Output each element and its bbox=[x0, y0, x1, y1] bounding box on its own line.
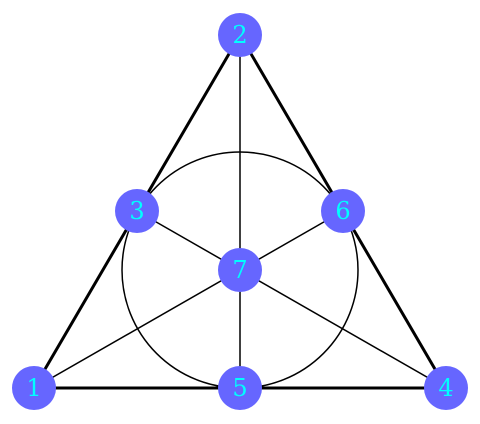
node-3-label: 3 bbox=[129, 197, 144, 225]
nodes-layer: 1 2 3 4 5 6 7 bbox=[12, 13, 468, 410]
line-3-7-4 bbox=[136, 210, 447, 389]
node-6: 6 bbox=[321, 189, 365, 233]
node-2-label: 2 bbox=[232, 21, 247, 49]
node-1-label: 1 bbox=[26, 374, 41, 402]
node-4: 4 bbox=[424, 366, 468, 410]
node-1: 1 bbox=[12, 366, 56, 410]
node-6-label: 6 bbox=[335, 197, 350, 225]
node-5: 5 bbox=[218, 366, 262, 410]
node-3: 3 bbox=[115, 189, 159, 233]
line-6-7-1 bbox=[33, 210, 344, 389]
node-4-label: 4 bbox=[438, 374, 453, 402]
edges-layer bbox=[32, 34, 448, 390]
node-7-label: 7 bbox=[232, 256, 247, 284]
node-7: 7 bbox=[218, 248, 262, 292]
node-5-label: 5 bbox=[232, 374, 247, 402]
node-2: 2 bbox=[218, 13, 262, 57]
